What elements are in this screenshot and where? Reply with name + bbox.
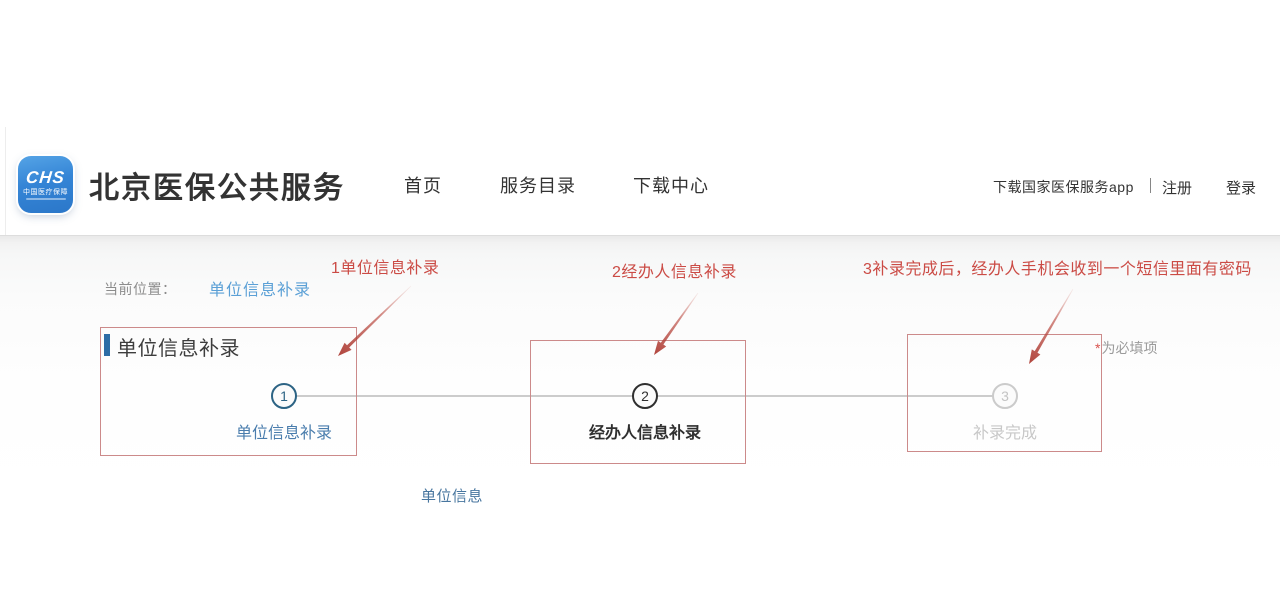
header-divider: ｜ [1143,178,1159,195]
required-fields-note: *为必填项 [1095,338,1157,358]
annotation-box-step-1 [100,327,357,456]
annotation-box-step-3 [907,334,1102,452]
annotation-box-step-2 [530,340,746,464]
nav-item-download-center[interactable]: 下载中心 [633,176,709,196]
annotation-note-2: 2经办人信息补录 [612,264,737,281]
step-3-label: 补录完成 [972,425,1037,442]
step-1-label: 单位信息补录 [235,425,332,442]
site-logo[interactable]: CHS 中国医疗保障 [18,156,73,213]
annotation-note-3: 3补录完成后，经办人手机会收到一个短信里面有密码 [863,261,1252,278]
step-2-circle: 2 [632,383,658,409]
section-label-unit-info: 单位信息 [421,488,484,505]
required-asterisk: * [1095,340,1101,356]
panel-title: 单位信息补录 [117,338,240,360]
register-link[interactable]: 注册 [1162,180,1193,197]
step-1-circle: 1 [271,383,297,409]
nav-item-home[interactable]: 首页 [404,176,442,196]
required-note-text: 为必填项 [1101,340,1158,356]
logo-subtitle: 中国医疗保障 [23,189,68,196]
download-app-link[interactable]: 下载国家医保服务app [993,179,1134,195]
site-title[interactable]: 北京医保公共服务 [89,172,345,205]
breadcrumb-label: 当前位置： [104,281,177,297]
nav-item-service-catalog[interactable]: 服务目录 [500,176,576,196]
login-link[interactable]: 登录 [1226,180,1257,197]
step-2-label: 经办人信息补录 [588,425,701,442]
step-3-circle: 3 [992,383,1018,409]
logo-acronym: CHS [25,168,66,187]
annotation-note-1: 1单位信息补录 [331,260,440,277]
breadcrumb-current-link[interactable]: 单位信息补录 [209,282,312,299]
logo-tagline-line [25,198,66,200]
panel-title-accent-bar [104,334,110,356]
